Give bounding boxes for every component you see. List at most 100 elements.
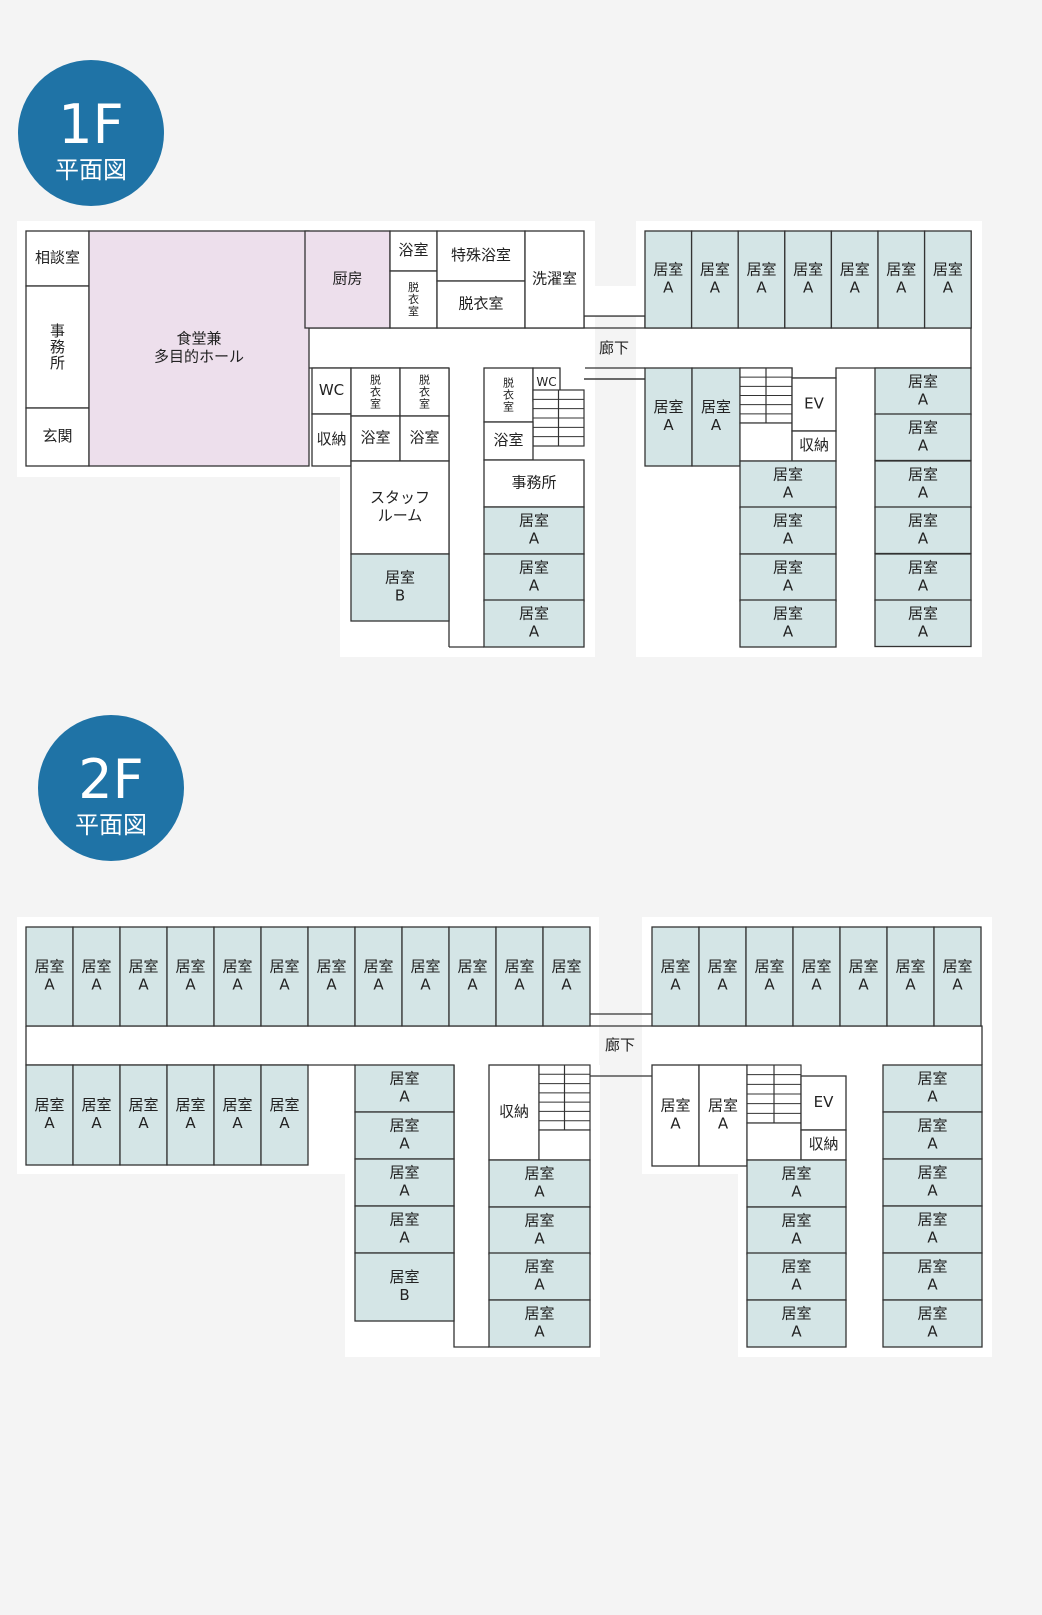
resident-room-2f-topright-6: 居室A [933, 926, 982, 1027]
room-b-2f: 居室B [354, 1252, 455, 1322]
resident-room-2f-topleft-3: 居室A [166, 926, 215, 1027]
room-laundry: 洗濯室 [524, 230, 585, 329]
resident-room-2f-colA-0-label-0: 居室 [389, 1070, 419, 1088]
resident-room-2f-topright-1-label-1: A [717, 976, 728, 994]
resident-room-2f-topleft-8-label-0: 居室 [410, 958, 440, 976]
resident-room-1f-col2-1-label-1: A [918, 436, 929, 454]
floor-number: 1F [58, 93, 123, 156]
resident-room-2f-colC-3-label-1: A [791, 1323, 802, 1341]
resident-room-1f-col2-5-label-1: A [918, 622, 929, 640]
resident-room-2f-colA-2-label-0: 居室 [389, 1164, 419, 1182]
room-changing-a-label-1: 衣 [370, 384, 381, 398]
room-wc-label-0: WC [319, 381, 344, 399]
room-bath-a-label-0: 浴室 [360, 429, 390, 447]
room-changing-vertical: 脱衣室 [389, 270, 438, 329]
room-special-bath: 特殊浴室 [436, 230, 526, 282]
resident-room-2f-topright-3-label-1: A [811, 976, 822, 994]
resident-room-2f-lowleft-2-label-0: 居室 [128, 1096, 158, 1114]
resident-room-2f-ev-0-label-0: 居室 [660, 1097, 690, 1115]
resident-room-1f-col1-0-label-0: 居室 [773, 466, 803, 484]
room-ev-storage-1f: 収納 [791, 430, 837, 462]
resident-room-2f-colC-3-label-0: 居室 [781, 1305, 811, 1323]
resident-room-1f-col2-4-label-1: A [918, 576, 929, 594]
room-office-mid-label-0: 事務所 [511, 474, 556, 492]
resident-room-1f-top-5-label-0: 居室 [886, 261, 916, 279]
room-changing-label-0: 脱衣室 [458, 295, 503, 313]
resident-room-2f-colD-3-label-0: 居室 [917, 1211, 947, 1229]
room-ev-storage-2f: 収納 [800, 1129, 847, 1161]
resident-room-2f-lowleft-1-label-1: A [91, 1114, 102, 1132]
resident-room-1f-col2-4-label-0: 居室 [908, 558, 938, 576]
resident-room-2f-topleft-5-label-1: A [279, 976, 290, 994]
resident-room-2f-colA-3-label-1: A [399, 1229, 410, 1247]
resident-room-2f-colC-1-label-1: A [791, 1230, 802, 1248]
resident-room-2f-colD-3-label-1: A [927, 1229, 938, 1247]
resident-room-1f-col1-2: 居室A [739, 553, 837, 602]
resident-room-2f-topleft-7-label-0: 居室 [363, 958, 393, 976]
resident-room-2f-colA-1-label-0: 居室 [389, 1117, 419, 1135]
resident-room-1f-col1-1: 居室A [739, 506, 837, 555]
room-storage-2f-label-0: 収納 [499, 1103, 529, 1121]
resident-room-2f-colC-0: 居室A [746, 1159, 847, 1208]
resident-room-2f-ev-0: 居室A [651, 1064, 700, 1167]
room-office-left-label-2: 所 [50, 354, 65, 372]
resident-room-2f-colD-0: 居室A [882, 1064, 983, 1113]
resident-room-1f-col1-2-label-0: 居室 [773, 559, 803, 577]
room-staff-label-0: スタッフ [370, 489, 430, 507]
resident-room-2f-colD-3: 居室A [882, 1205, 983, 1254]
resident-room-2f-colC-0-label-0: 居室 [781, 1165, 811, 1183]
room-staff-label-1: ルーム [378, 507, 423, 525]
floor-number: 2F [78, 748, 143, 811]
resident-room-1f-col1-1-label-0: 居室 [773, 512, 803, 530]
room-changing-a: 脱衣室 [350, 367, 401, 417]
resident-room-1f-ev-1-label-0: 居室 [701, 398, 731, 416]
resident-room-1f-col2-0-label-0: 居室 [908, 372, 938, 390]
resident-room-2f-topleft-7: 居室A [354, 926, 403, 1027]
resident-room-2f-colD-4-label-1: A [927, 1276, 938, 1294]
resident-room-2f-topright-0-label-0: 居室 [660, 958, 690, 976]
resident-room-2f-colD-2-label-1: A [927, 1182, 938, 1200]
resident-room-2f-colB-3-label-0: 居室 [524, 1305, 554, 1323]
room-laundry-label-0: 洗濯室 [532, 270, 577, 288]
resident-room-2f-topright-4-label-1: A [858, 976, 869, 994]
resident-room-2f-topright-3-label-0: 居室 [801, 958, 831, 976]
resident-room-2f-lowleft-5: 居室A [260, 1064, 309, 1166]
resident-room-1f-col2-1-label-0: 居室 [908, 418, 938, 436]
resident-room-1f-top-6: 居室A [923, 230, 972, 329]
room-wc: WC [311, 367, 352, 415]
resident-room-2f-ev-1-label-0: 居室 [708, 1097, 738, 1115]
resident-room-2f-topleft-4-label-1: A [232, 976, 243, 994]
resident-room-2f-colC-2-label-1: A [791, 1276, 802, 1294]
room-consultation-label-0: 相談室 [35, 249, 80, 267]
resident-room-1f-col2-3-label-0: 居室 [908, 511, 938, 529]
resident-room-2f-lowleft-3-label-0: 居室 [175, 1096, 205, 1114]
resident-room-2f-lowleft-5-label-0: 居室 [269, 1096, 299, 1114]
floor-caption: 平面図 [55, 156, 127, 184]
resident-room-1f-top-4-label-0: 居室 [840, 261, 870, 279]
room-ev-1f: EV [791, 377, 837, 432]
resident-room-2f-colB-1-label-0: 居室 [524, 1212, 554, 1230]
resident-room-2f-colD-4: 居室A [882, 1252, 983, 1301]
resident-room-2f-topleft-9: 居室A [448, 926, 497, 1027]
resident-room-2f-topleft-9-label-0: 居室 [457, 958, 487, 976]
resident-room-2f-topleft-1-label-0: 居室 [81, 958, 111, 976]
room-dining-hall-label-0: 食堂兼 [176, 330, 221, 348]
resident-room-2f-topright-5: 居室A [886, 926, 935, 1027]
resident-room-2f-colD-5: 居室A [882, 1299, 983, 1348]
room-changing-c-label-2: 室 [503, 399, 514, 413]
resident-room-2f-colB-1: 居室A [488, 1206, 591, 1255]
resident-room-2f-colC-1: 居室A [746, 1206, 847, 1255]
resident-room-2f-lowleft-4-label-1: A [232, 1114, 243, 1132]
resident-room-1f-col2-2-label-0: 居室 [908, 465, 938, 483]
resident-room-2f-lowleft-3-label-1: A [185, 1114, 196, 1132]
resident-room-2f-colD-1-label-1: A [927, 1135, 938, 1153]
resident-room-1f-mid-2-label-1: A [529, 623, 540, 641]
resident-room-1f-top-5: 居室A [877, 230, 926, 329]
resident-room-2f-colD-2: 居室A [882, 1158, 983, 1207]
resident-room-2f-topright-1: 居室A [698, 926, 747, 1027]
resident-room-2f-colC-2: 居室A [746, 1252, 847, 1301]
resident-room-2f-colA-0: 居室A [354, 1064, 455, 1113]
room-ev-2f: EV [800, 1075, 847, 1131]
resident-room-2f-lowleft-0-label-0: 居室 [34, 1096, 64, 1114]
resident-room-2f-colD-1-label-0: 居室 [917, 1117, 947, 1135]
